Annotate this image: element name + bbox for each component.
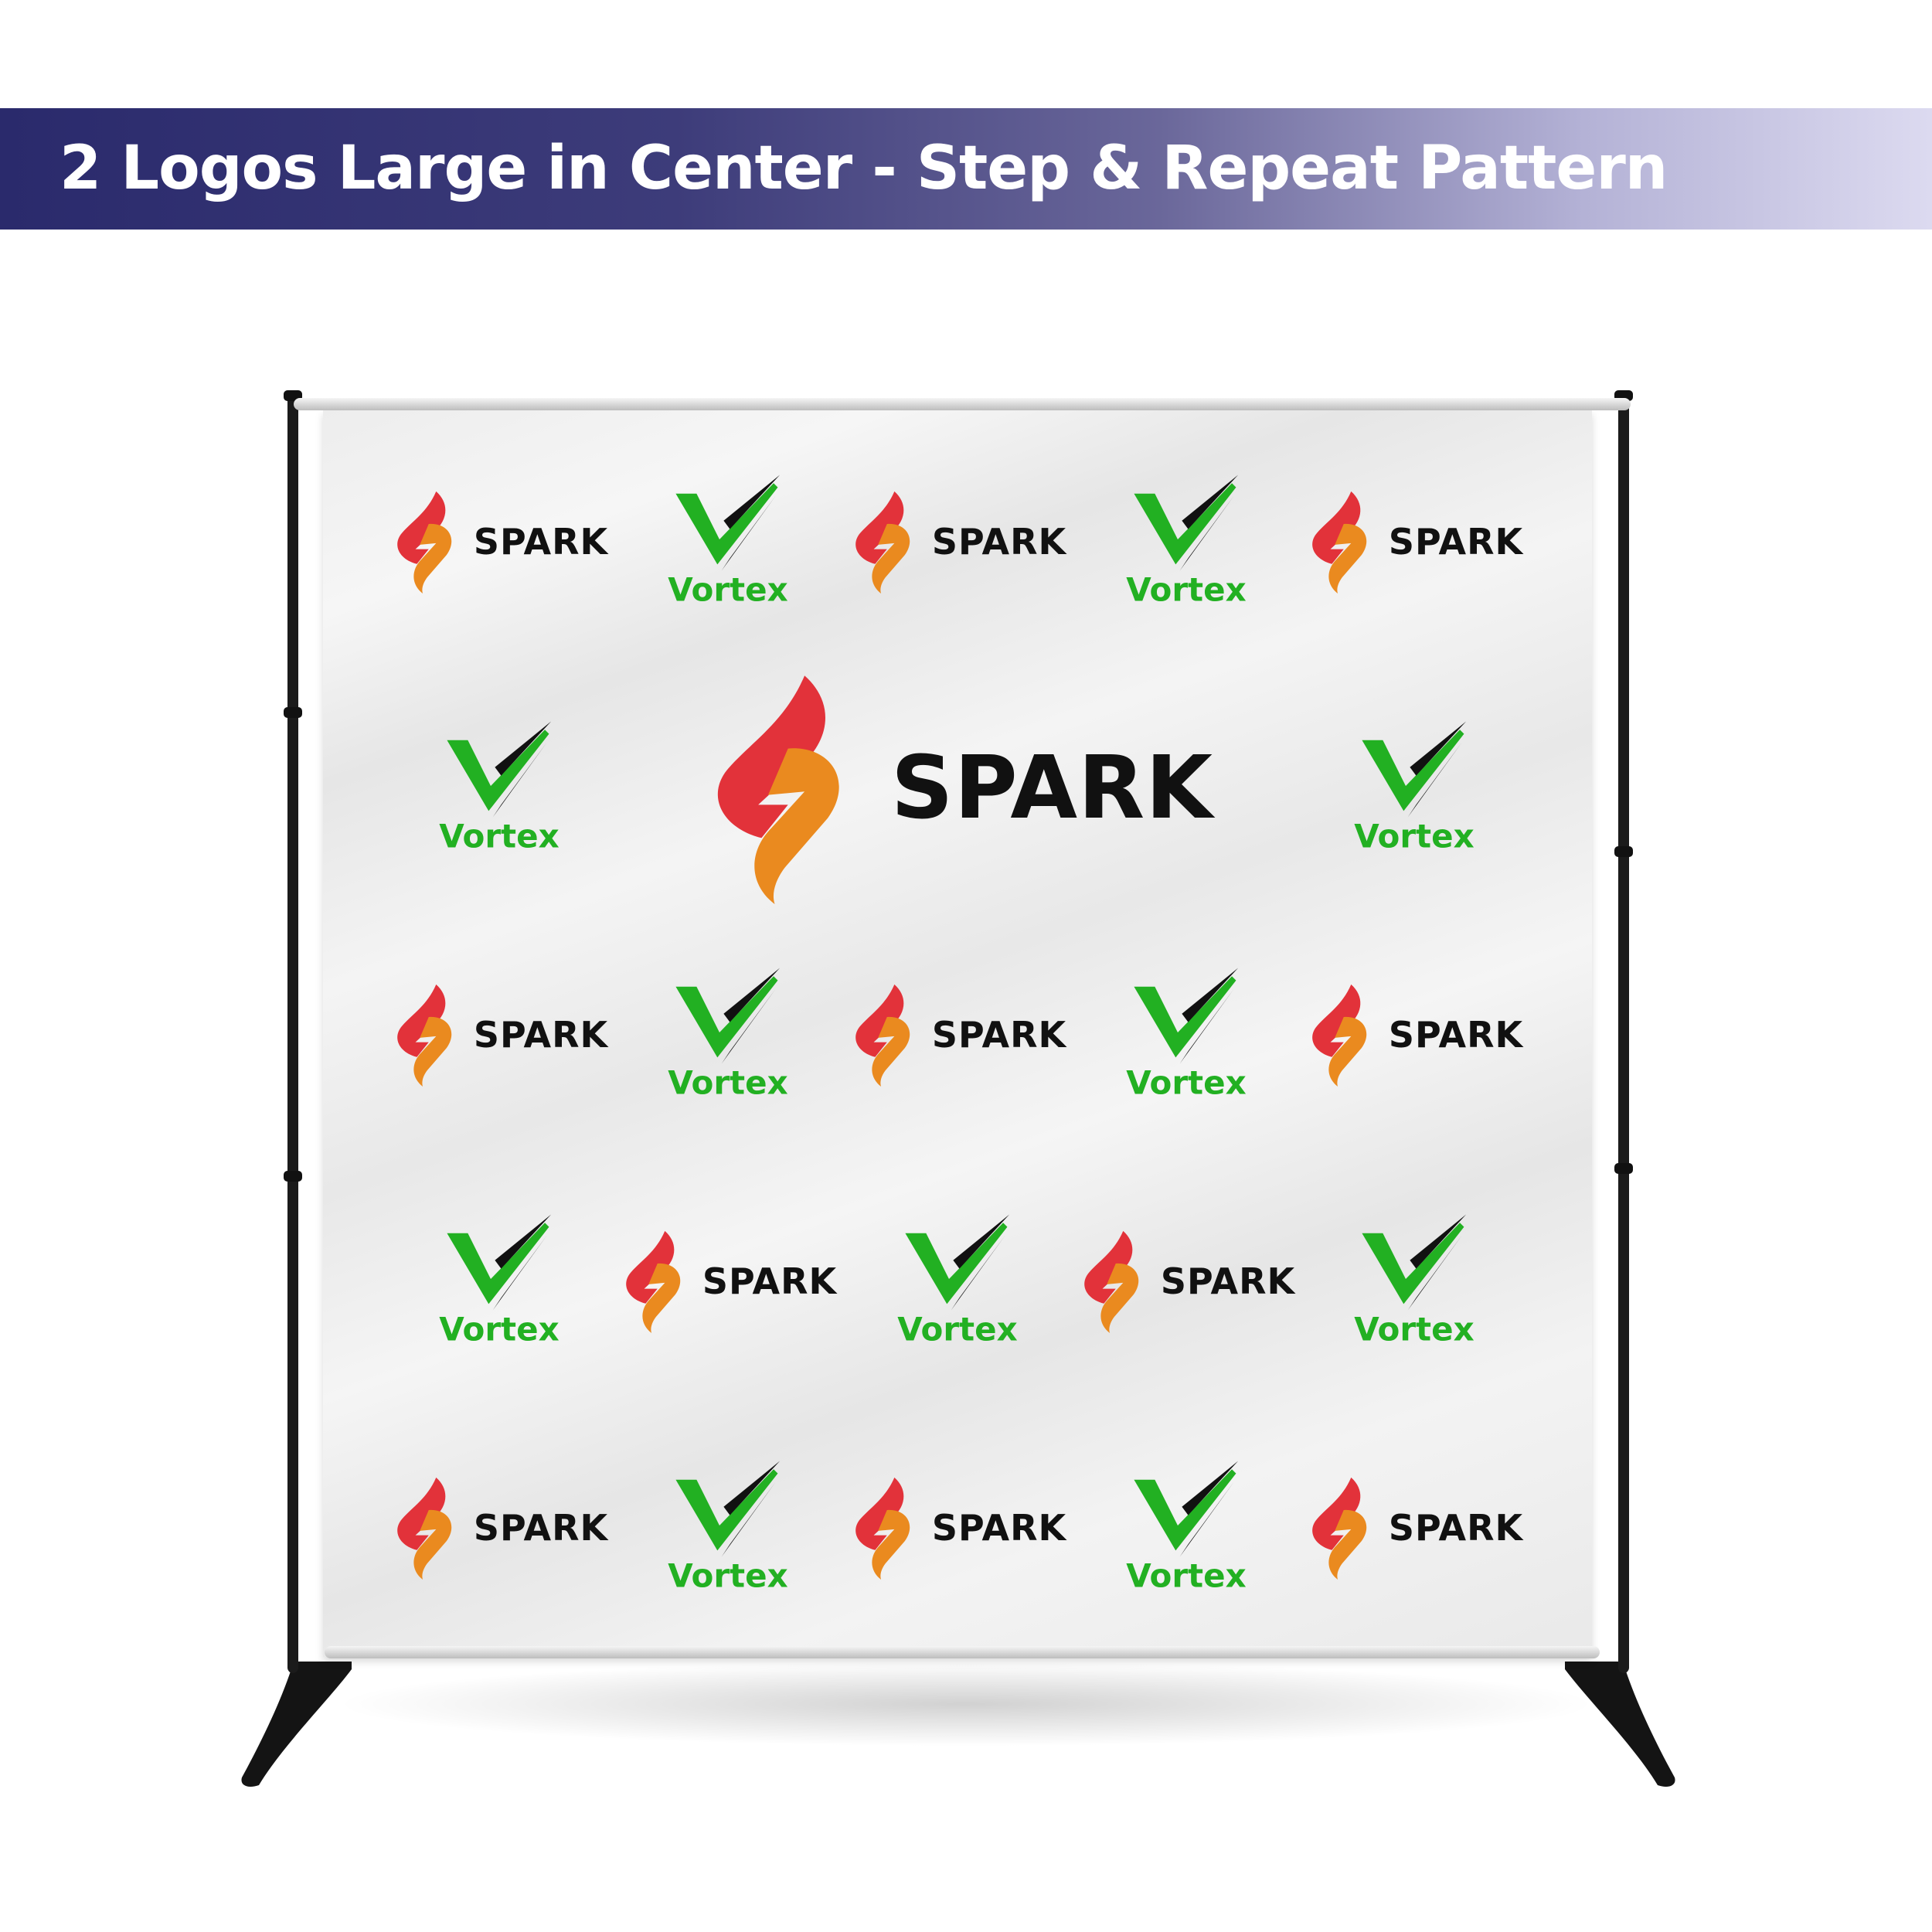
vortex-check-icon xyxy=(1362,721,1467,818)
vortex-logo: Vortex xyxy=(1126,474,1247,609)
page-title: 2 Logos Large in Center - Step & Repeat … xyxy=(60,134,1668,203)
vortex-logo: Vortex xyxy=(897,1214,1018,1349)
vortex-logo: Vortex xyxy=(668,1461,788,1595)
vortex-check-icon xyxy=(675,1461,781,1557)
vortex-logo-text: Vortex xyxy=(439,817,560,855)
left-foot xyxy=(241,1662,352,1787)
vortex-check-icon xyxy=(1362,1214,1467,1311)
spark-logo-text: SPARK xyxy=(473,1507,609,1549)
left-pole-joint xyxy=(284,1171,302,1182)
spark-logo: SPARK xyxy=(1305,1476,1523,1580)
bottom-crossbar xyxy=(325,1646,1600,1658)
spark-logo-text: SPARK xyxy=(702,1260,838,1302)
right-pole xyxy=(1618,390,1629,1673)
spark-logo: SPARK xyxy=(1305,983,1523,1087)
spark-logo: SPARK xyxy=(390,490,608,594)
spark-flame-icon xyxy=(717,675,839,904)
spark-logo: SPARK xyxy=(390,983,608,1087)
vortex-logo: Vortex xyxy=(1354,1214,1475,1349)
spark-logo: SPARK xyxy=(619,1230,837,1333)
spark-flame-icon xyxy=(397,984,452,1087)
spark-logo-text: SPARK xyxy=(473,1014,609,1056)
spark-logo-text: SPARK xyxy=(931,1507,1067,1549)
vortex-logo: Vortex xyxy=(1354,721,1475,855)
vortex-logo-text: Vortex xyxy=(1126,1556,1247,1595)
spark-flame-icon xyxy=(1084,1230,1139,1333)
vortex-check-icon xyxy=(447,721,552,818)
backdrop-banner: SPARK Vortex SPARK Vortex SPARK Vortex S… xyxy=(323,410,1592,1657)
vortex-logo-text: Vortex xyxy=(668,570,788,609)
spark-flame-icon xyxy=(855,984,910,1087)
spark-logo-text: SPARK xyxy=(1388,1014,1524,1056)
vortex-logo-text: Vortex xyxy=(439,1310,560,1349)
header-banner: 2 Logos Large in Center - Step & Repeat … xyxy=(0,108,1932,230)
spark-logo-text: SPARK xyxy=(473,521,609,563)
vortex-logo: Vortex xyxy=(439,1214,560,1349)
spark-logo: SPARK xyxy=(849,490,1066,594)
spark-flame-icon xyxy=(1312,491,1367,594)
right-pole-joint xyxy=(1614,846,1633,857)
vortex-logo-text: Vortex xyxy=(668,1556,788,1595)
floor-shadow xyxy=(332,1662,1600,1747)
vortex-logo: Vortex xyxy=(1126,968,1247,1102)
vortex-logo-text: Vortex xyxy=(897,1310,1018,1349)
vortex-logo: Vortex xyxy=(439,721,560,855)
vortex-logo-text: Vortex xyxy=(1126,1063,1247,1102)
spark-flame-icon xyxy=(1312,984,1367,1087)
vortex-check-icon xyxy=(1134,474,1239,571)
spark-logo: SPARK xyxy=(1077,1230,1295,1333)
spark-logo-text: SPARK xyxy=(931,1014,1067,1056)
spark-flame-icon xyxy=(397,1477,452,1580)
spark-flame-icon xyxy=(397,491,452,594)
vortex-logo: Vortex xyxy=(1126,1461,1247,1595)
spark-logo-text: SPARK xyxy=(1388,521,1524,563)
right-pole-joint xyxy=(1614,1163,1633,1174)
vortex-logo: Vortex xyxy=(668,474,788,609)
vortex-check-icon xyxy=(447,1214,552,1311)
vortex-check-icon xyxy=(1134,1461,1239,1557)
spark-flame-icon xyxy=(855,1477,910,1580)
spark-flame-icon xyxy=(626,1230,681,1333)
spark-logo: SPARK xyxy=(1305,490,1523,594)
left-pole-joint xyxy=(284,707,302,718)
spark-flame-icon xyxy=(855,491,910,594)
spark-logo: SPARK xyxy=(849,983,1066,1087)
top-crossbar xyxy=(294,398,1631,410)
vortex-logo: Vortex xyxy=(668,968,788,1102)
vortex-check-icon xyxy=(905,1214,1010,1311)
vortex-check-icon xyxy=(1134,968,1239,1064)
vortex-logo-text: Vortex xyxy=(1354,1310,1475,1349)
right-foot xyxy=(1565,1662,1675,1787)
vortex-check-icon xyxy=(675,968,781,1064)
vortex-check-icon xyxy=(675,474,781,571)
spark-logo-large: SPARK xyxy=(702,672,1213,904)
spark-logo: SPARK xyxy=(390,1476,608,1580)
spark-logo: SPARK xyxy=(849,1476,1066,1580)
vortex-logo-text: Vortex xyxy=(1126,570,1247,609)
spark-logo-text: SPARK xyxy=(1388,1507,1524,1549)
spark-logo-text: SPARK xyxy=(890,738,1214,838)
vortex-logo-text: Vortex xyxy=(668,1063,788,1102)
vortex-logo-text: Vortex xyxy=(1354,817,1475,855)
spark-logo-text: SPARK xyxy=(931,521,1067,563)
left-pole xyxy=(287,390,298,1673)
spark-flame-icon xyxy=(1312,1477,1367,1580)
spark-logo-text: SPARK xyxy=(1160,1260,1296,1302)
